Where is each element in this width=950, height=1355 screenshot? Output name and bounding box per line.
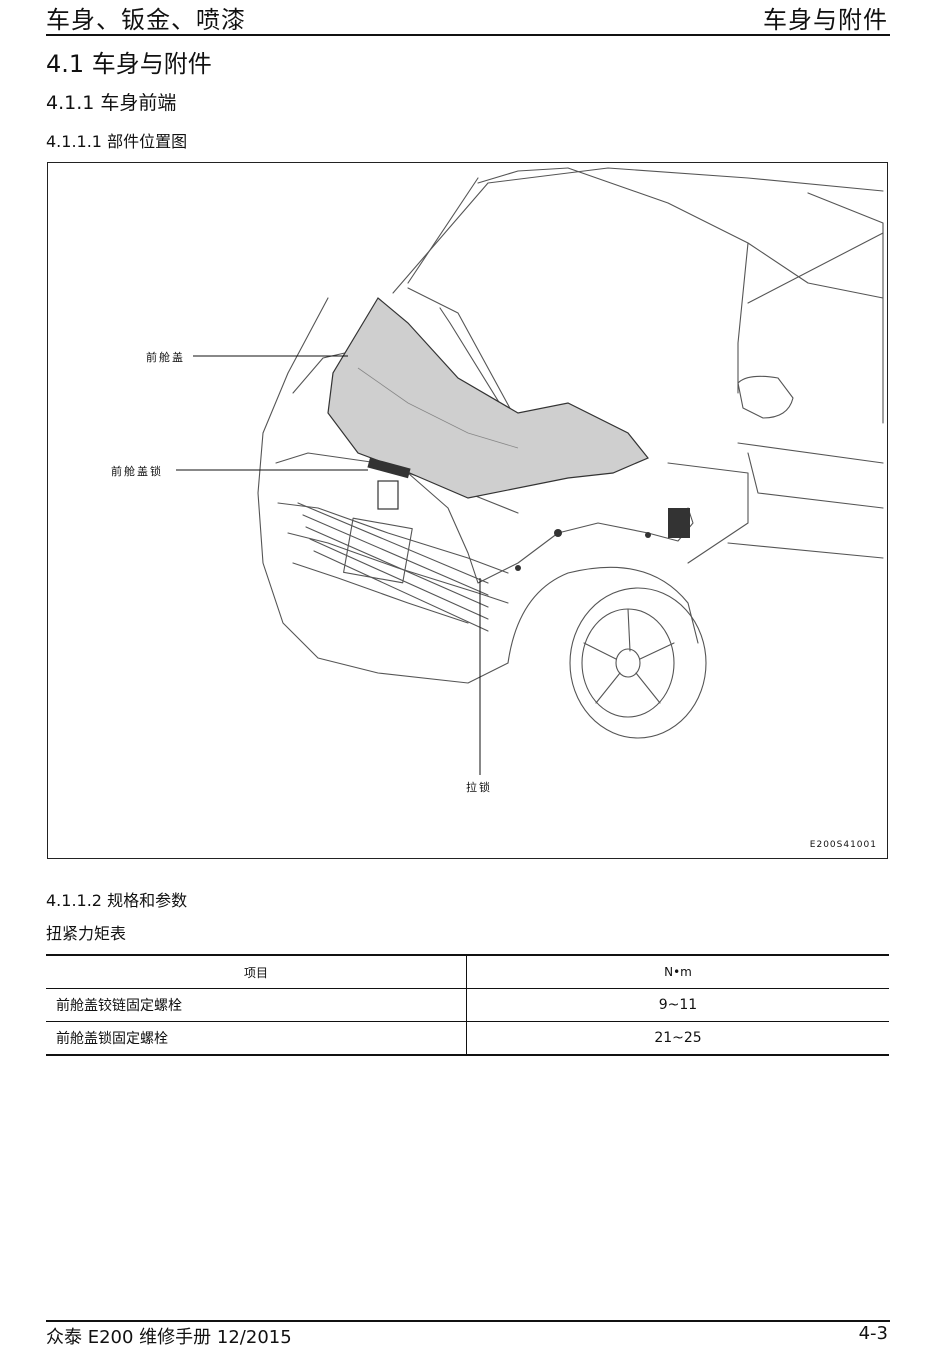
hood-shape	[327, 297, 649, 499]
torque-table: 项目 N•m 前舱盖铰链固定螺栓 9~11 前舱盖锁固定螺栓 21~25	[46, 954, 889, 1056]
column-header-torque: N•m	[664, 965, 692, 979]
callout-hood: 前舱盖	[146, 351, 185, 364]
car-front-illustration	[176, 167, 884, 775]
page-number: 4-3	[858, 1323, 888, 1344]
specs-heading: 4.1.1.2 规格和参数	[46, 891, 188, 910]
torque-table-title: 扭紧力矩表	[46, 924, 127, 943]
table-row: 前舱盖锁固定螺栓 21~25	[46, 1021, 889, 1055]
table-cell-torque: 21~25	[654, 1030, 702, 1046]
sub-subsection-heading: 4.1.1.1 部件位置图	[46, 132, 188, 151]
section-heading: 4.1 车身与附件	[46, 50, 212, 78]
table-row: 前舱盖铰链固定螺栓 9~11	[46, 988, 889, 1022]
section-running-title: 车身与附件	[763, 6, 888, 34]
table-cell-item: 前舱盖锁固定螺栓	[46, 1021, 467, 1055]
footer-divider	[46, 1320, 890, 1322]
callout-hood-lock: 前舱盖锁	[111, 465, 163, 478]
manual-title: 众泰 E200 维修手册 12/2015	[46, 1327, 292, 1348]
table-cell-item: 前舱盖铰链固定螺栓	[46, 988, 467, 1022]
table-cell-torque: 9~11	[658, 997, 698, 1013]
table-header-row: 项目 N•m	[46, 955, 889, 989]
subsection-heading: 4.1.1 车身前端	[46, 92, 177, 114]
figure-code: E200S41001	[809, 840, 877, 850]
callout-cable: 拉锁	[466, 781, 492, 794]
header-divider	[46, 34, 890, 36]
chapter-title: 车身、钣金、喷漆	[46, 6, 246, 34]
column-header-item: 项目	[46, 955, 467, 989]
component-location-figure: 前舱盖 前舱盖锁 拉锁 E200S41001	[47, 162, 888, 859]
